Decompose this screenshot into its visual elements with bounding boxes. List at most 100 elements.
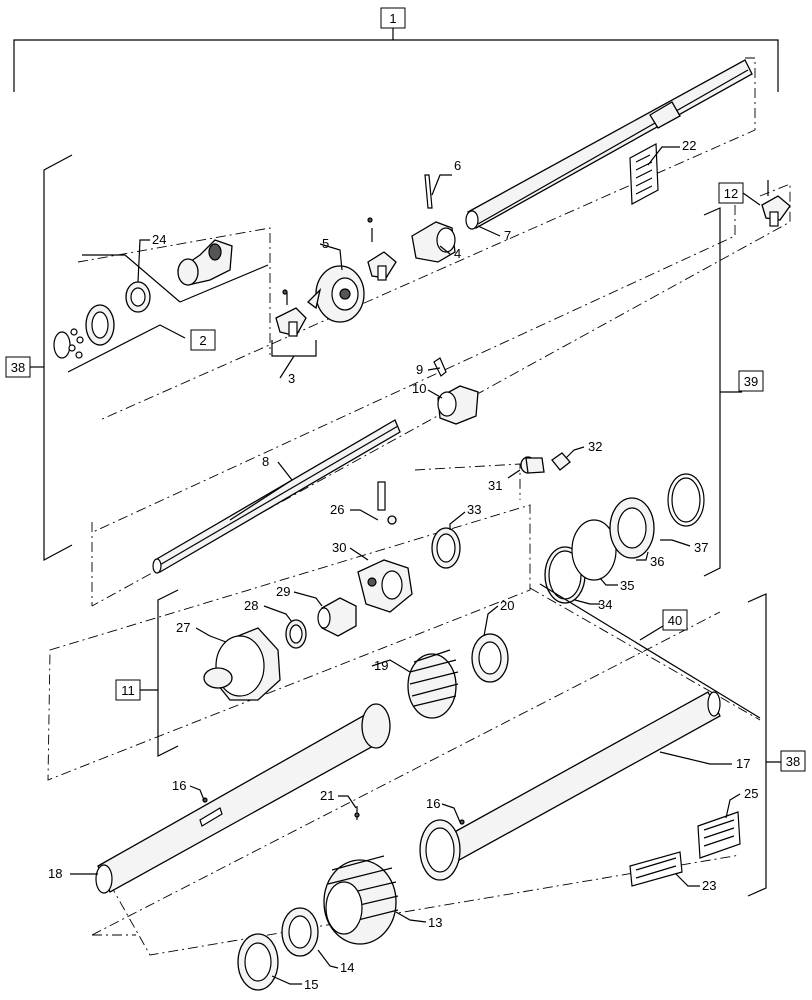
callout-19: 19 xyxy=(374,658,388,673)
retainer-20 xyxy=(471,633,509,683)
callout-box-2: 2 xyxy=(190,329,216,351)
inner-shaft-8 xyxy=(152,419,401,574)
svg-text:40: 40 xyxy=(668,613,682,628)
callout-32: 32 xyxy=(588,439,602,454)
roll-pin-6 xyxy=(424,174,433,209)
ring-14 xyxy=(281,907,319,957)
cross-kit-12 xyxy=(761,180,791,227)
svg-text:11: 11 xyxy=(121,683,135,698)
callout-5: 5 xyxy=(322,236,329,251)
callout-labels: 3 4 5 6 7 8 9 10 13 14 15 16 16 17 18 19… xyxy=(48,138,758,992)
yoke-4 xyxy=(411,221,456,263)
small-balls xyxy=(68,328,84,359)
callout-25: 25 xyxy=(744,786,758,801)
callout-box-38-upper: 38 xyxy=(5,356,31,378)
svg-text:39: 39 xyxy=(744,374,758,389)
callout-22: 22 xyxy=(682,138,696,153)
roll-pin-9 xyxy=(433,357,447,377)
bracket-3 xyxy=(271,340,317,379)
tube-17 xyxy=(439,691,721,865)
callout-31: 31 xyxy=(488,478,502,493)
callout-16-right: 16 xyxy=(426,796,440,811)
callout-13: 13 xyxy=(428,915,442,930)
callout-10: 10 xyxy=(412,381,426,396)
screw-16-right xyxy=(459,819,465,825)
callout-21: 21 xyxy=(320,788,334,803)
bracket-38-upper xyxy=(30,154,73,562)
callout-box-12: 12 xyxy=(718,182,761,206)
inner-tube-7 xyxy=(465,59,753,230)
frame-40 xyxy=(91,583,761,956)
callout-35: 35 xyxy=(620,578,634,593)
callout-18: 18 xyxy=(48,866,62,881)
svg-text:1: 1 xyxy=(389,11,396,26)
callout-29: 29 xyxy=(276,584,290,599)
callout-37: 37 xyxy=(694,540,708,555)
bellows-19 xyxy=(407,649,459,719)
ring-28 xyxy=(285,619,307,649)
bracket-39 xyxy=(703,207,742,577)
callout-14: 14 xyxy=(340,960,354,975)
callout-box-11: 11 xyxy=(115,679,141,701)
callout-28: 28 xyxy=(244,598,258,613)
callout-33: 33 xyxy=(467,502,481,517)
cross-kit-3 xyxy=(275,289,307,337)
callout-24: 24 xyxy=(152,232,166,247)
callout-box-39: 39 xyxy=(738,370,764,392)
outer-tube-18 xyxy=(95,703,391,894)
callout-36: 36 xyxy=(650,554,664,569)
svg-text:38: 38 xyxy=(11,360,25,375)
frame-11 xyxy=(47,463,531,781)
callout-30: 30 xyxy=(332,540,346,555)
bracket-38-lower xyxy=(747,593,784,897)
callout-23: 23 xyxy=(702,878,716,893)
bearing-15 xyxy=(237,933,279,991)
disk-35 xyxy=(571,519,617,581)
callout-7: 7 xyxy=(504,228,511,243)
callout-17: 17 xyxy=(736,756,750,771)
callout-4: 4 xyxy=(454,246,461,261)
callout-box-38-lower: 38 xyxy=(780,750,806,772)
shield-cone-16 xyxy=(419,819,461,881)
yoke-10 xyxy=(437,385,479,425)
snap-ring-upper-left xyxy=(53,331,71,359)
callout-9: 9 xyxy=(416,362,423,377)
callout-box-1: 1 xyxy=(380,7,406,29)
housing-30 xyxy=(357,559,413,613)
decal-23 xyxy=(629,851,683,887)
callout-8: 8 xyxy=(262,454,269,469)
yoke-24 xyxy=(177,239,233,286)
svg-text:12: 12 xyxy=(724,186,738,201)
friction-clutch-5 xyxy=(307,265,365,323)
callout-34: 34 xyxy=(598,597,612,612)
callout-box-40: 40 xyxy=(639,609,688,641)
callout-20: 20 xyxy=(500,598,514,613)
decal-25 xyxy=(697,811,741,859)
leader-lines xyxy=(70,146,741,985)
coupling-31 xyxy=(520,456,545,474)
clutch-ring-24 xyxy=(125,281,151,313)
cross-kit-middle xyxy=(367,217,397,281)
callout-26: 26 xyxy=(330,502,344,517)
bearing-ring-left xyxy=(85,304,115,346)
grease-zerk-26 xyxy=(377,481,397,525)
callout-27: 27 xyxy=(176,620,190,635)
snap-ring-37 xyxy=(667,473,705,527)
svg-text:38: 38 xyxy=(786,754,800,769)
bracket-assembly-1 xyxy=(13,28,779,92)
cv-housing-27 xyxy=(203,627,281,701)
bearing-36 xyxy=(609,497,655,559)
bracket-2-group xyxy=(67,254,269,373)
callout-3: 3 xyxy=(288,371,295,386)
bellows-13 xyxy=(323,855,399,945)
callout-16-left: 16 xyxy=(172,778,186,793)
decal-22 xyxy=(629,143,659,205)
cap-32 xyxy=(551,452,571,471)
callout-15: 15 xyxy=(304,977,318,992)
bracket-11 xyxy=(140,589,179,757)
ring-33 xyxy=(431,527,461,569)
callout-6: 6 xyxy=(454,158,461,173)
screw-21 xyxy=(354,806,360,820)
